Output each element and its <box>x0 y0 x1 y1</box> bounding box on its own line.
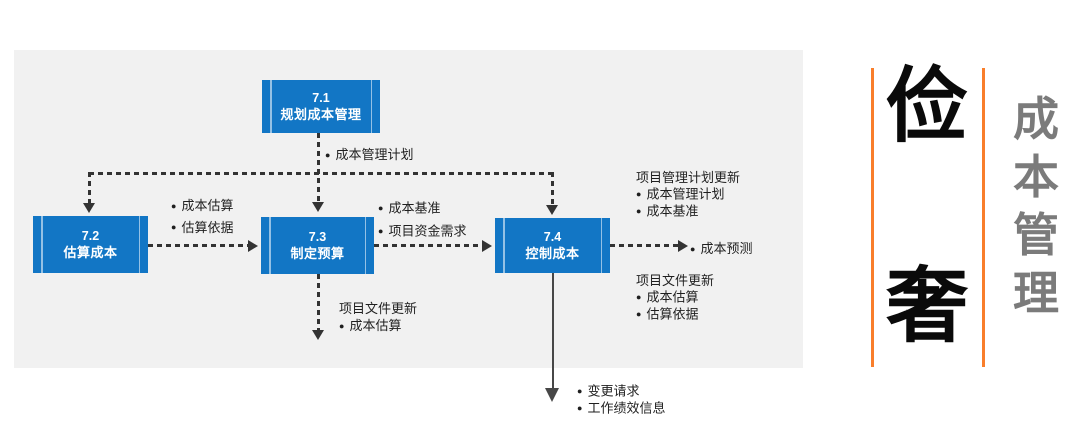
annotation-estimate-outputs: ● 成本估算 ● 估算依据 <box>171 195 233 238</box>
annotation-cost-forecast: ● 成本预测 <box>690 238 752 257</box>
bullet-icon: ● <box>577 386 583 396</box>
process-box-7-2: 7.2 估算成本 <box>33 216 148 273</box>
process-box-7-4: 7.4 控制成本 <box>495 218 610 273</box>
annotation-budget-inputs: ● 成本基准 ● 项目资金需求 <box>378 197 466 242</box>
bullet-icon: ● <box>339 320 345 331</box>
arrowhead-right-icon <box>248 240 258 252</box>
process-number: 7.3 <box>308 230 327 244</box>
vertical-section-title: 成 本 管 理 <box>1010 96 1062 317</box>
arrowhead-down-icon <box>545 388 559 402</box>
annotation-item: 成本管理计划 <box>335 147 414 162</box>
bullet-icon: ● <box>577 402 583 413</box>
process-label: 制定预算 <box>290 246 345 261</box>
vertical-title-char: 理 <box>1013 266 1059 319</box>
bullet-icon: ● <box>171 200 177 211</box>
vertical-title-char: 管 <box>1013 208 1059 261</box>
annotation-title: 项目文件更新 <box>636 273 715 288</box>
process-label: 估算成本 <box>63 245 118 260</box>
bullet-icon: ● <box>636 308 642 319</box>
annotation-title: 项目文件更新 <box>339 301 418 316</box>
connector-horizontal-distribution <box>89 172 552 175</box>
bullet-icon: ● <box>171 222 177 232</box>
accent-line-left <box>871 68 874 367</box>
annotation-item: 估算依据 <box>181 219 234 235</box>
connector-7-4-down <box>551 273 554 388</box>
annotation-control-doc-updates: 项目文件更新 ● 成本估算 ● 估算依据 <box>636 273 714 322</box>
annotation-item: 成本估算 <box>181 198 234 213</box>
connector-7-4-to-forecast <box>610 244 678 247</box>
connector-drop-to-7-4 <box>551 172 554 205</box>
annotation-item: 变更请求 <box>587 383 640 399</box>
process-number: 7.2 <box>81 229 100 243</box>
annotation-item: 成本基准 <box>388 200 441 216</box>
bullet-icon: ● <box>378 203 384 213</box>
connector-7-3-to-7-4 <box>374 244 482 247</box>
annotation-item: 成本预测 <box>700 241 753 256</box>
annotation-item: 项目资金需求 <box>388 223 467 238</box>
accent-line-right <box>982 68 985 367</box>
connector-7-1-to-7-3 <box>317 133 320 203</box>
bullet-icon: ● <box>636 292 642 302</box>
annotation-control-bottom-outputs: ● 变更请求 ● 工作绩效信息 <box>577 383 665 416</box>
arrowhead-down-icon <box>83 203 95 213</box>
annotation-item: 成本基准 <box>646 203 699 218</box>
connector-drop-to-7-2 <box>88 172 91 203</box>
bullet-icon: ● <box>378 225 384 236</box>
annotation-cost-management-plan: ● 成本管理计划 <box>325 144 413 163</box>
annotation-item: 成本估算 <box>646 289 699 305</box>
vertical-title-char: 本 <box>1013 150 1059 203</box>
annotation-item: 估算依据 <box>646 306 699 321</box>
process-label: 控制成本 <box>525 246 580 261</box>
arrowhead-down-icon <box>546 205 558 215</box>
bullet-icon: ● <box>325 149 331 160</box>
connector-7-2-to-7-3 <box>148 244 248 247</box>
annotation-item: 成本估算 <box>349 318 402 333</box>
arrowhead-down-icon <box>312 202 324 212</box>
process-number: 7.1 <box>312 91 330 105</box>
vertical-title-char: 成 <box>1013 93 1059 145</box>
bullet-icon: ● <box>690 243 696 254</box>
annotation-title: 项目管理计划更新 <box>636 170 741 185</box>
calligraphy-char-she: 奢 <box>885 261 968 352</box>
annotation-budget-doc-updates: 项目文件更新 ● 成本估算 <box>339 300 417 335</box>
annotation-control-plan-updates: 项目管理计划更新 ● 成本管理计划 ● 成本基准 <box>636 170 740 219</box>
process-label: 规划成本管理 <box>280 107 362 122</box>
process-box-7-1: 7.1 规划成本管理 <box>262 80 380 133</box>
bullet-icon: ● <box>636 189 642 199</box>
process-box-7-3: 7.3 制定预算 <box>261 217 374 274</box>
process-number: 7.4 <box>543 230 562 244</box>
bullet-icon: ● <box>636 205 642 216</box>
annotation-item: 成本管理计划 <box>646 186 725 202</box>
diagram-background-panel <box>14 50 803 368</box>
connector-7-3-down <box>317 274 320 330</box>
calligraphy-char-jian: 俭 <box>885 61 968 152</box>
arrowhead-down-icon <box>312 330 324 340</box>
annotation-item: 工作绩效信息 <box>587 400 666 415</box>
arrowhead-right-icon <box>678 240 688 252</box>
arrowhead-right-icon <box>482 240 492 252</box>
